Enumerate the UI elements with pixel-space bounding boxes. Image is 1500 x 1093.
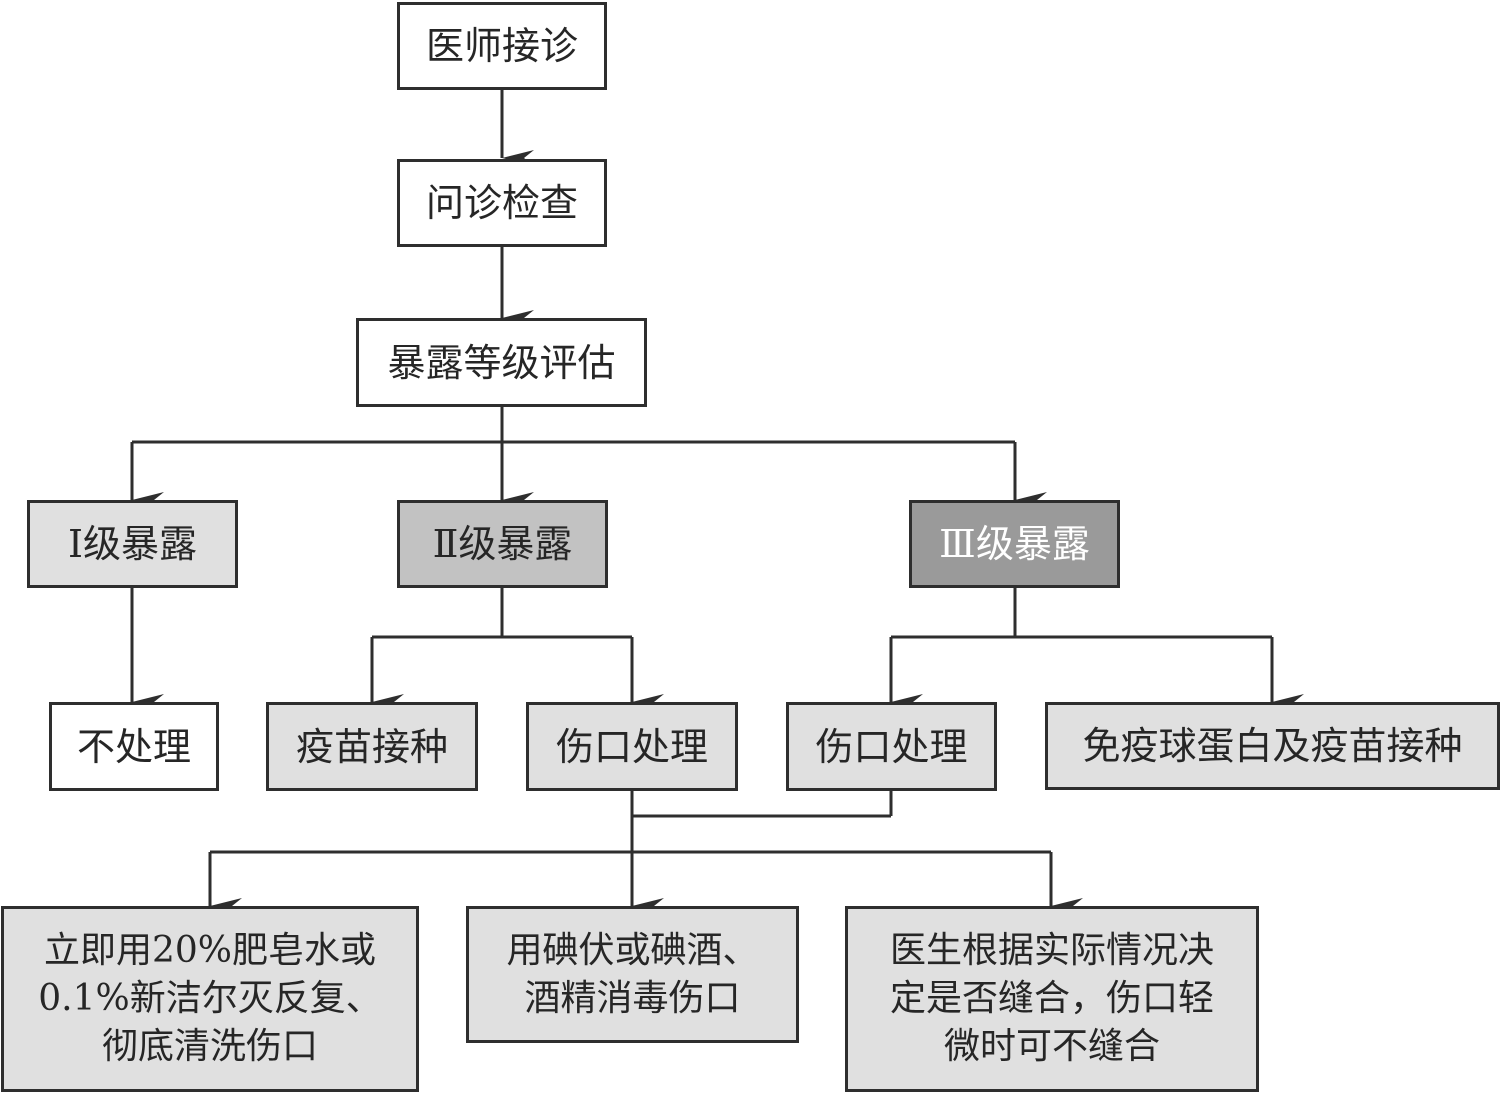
node-wash-wound: 立即用20%肥皂水或 0.1%新洁尔灭反复、 彻底清洗伤口 xyxy=(1,906,419,1092)
node-level2-exposure: Ⅱ级暴露 xyxy=(397,500,608,588)
node-vaccination: 疫苗接种 xyxy=(266,702,478,791)
node-inquiry-exam: 问诊检查 xyxy=(397,159,607,247)
node-disinfect-wound: 用碘伏或碘酒、 酒精消毒伤口 xyxy=(466,906,799,1043)
node-suture-decision: 医生根据实际情况决 定是否缝合，伤口轻 微时可不缝合 xyxy=(845,906,1259,1092)
node-no-treatment: 不处理 xyxy=(49,702,219,791)
node-level1-exposure: Ⅰ级暴露 xyxy=(27,500,238,588)
node-wound-care-level2: 伤口处理 xyxy=(526,702,738,791)
node-immunoglobulin-vaccine: 免疫球蛋白及疫苗接种 xyxy=(1045,702,1500,790)
node-wound-care-level3: 伤口处理 xyxy=(786,702,997,791)
node-level3-exposure: Ⅲ级暴露 xyxy=(909,500,1120,588)
node-exposure-assessment: 暴露等级评估 xyxy=(356,318,647,407)
node-doctor-consult: 医师接诊 xyxy=(397,2,607,90)
